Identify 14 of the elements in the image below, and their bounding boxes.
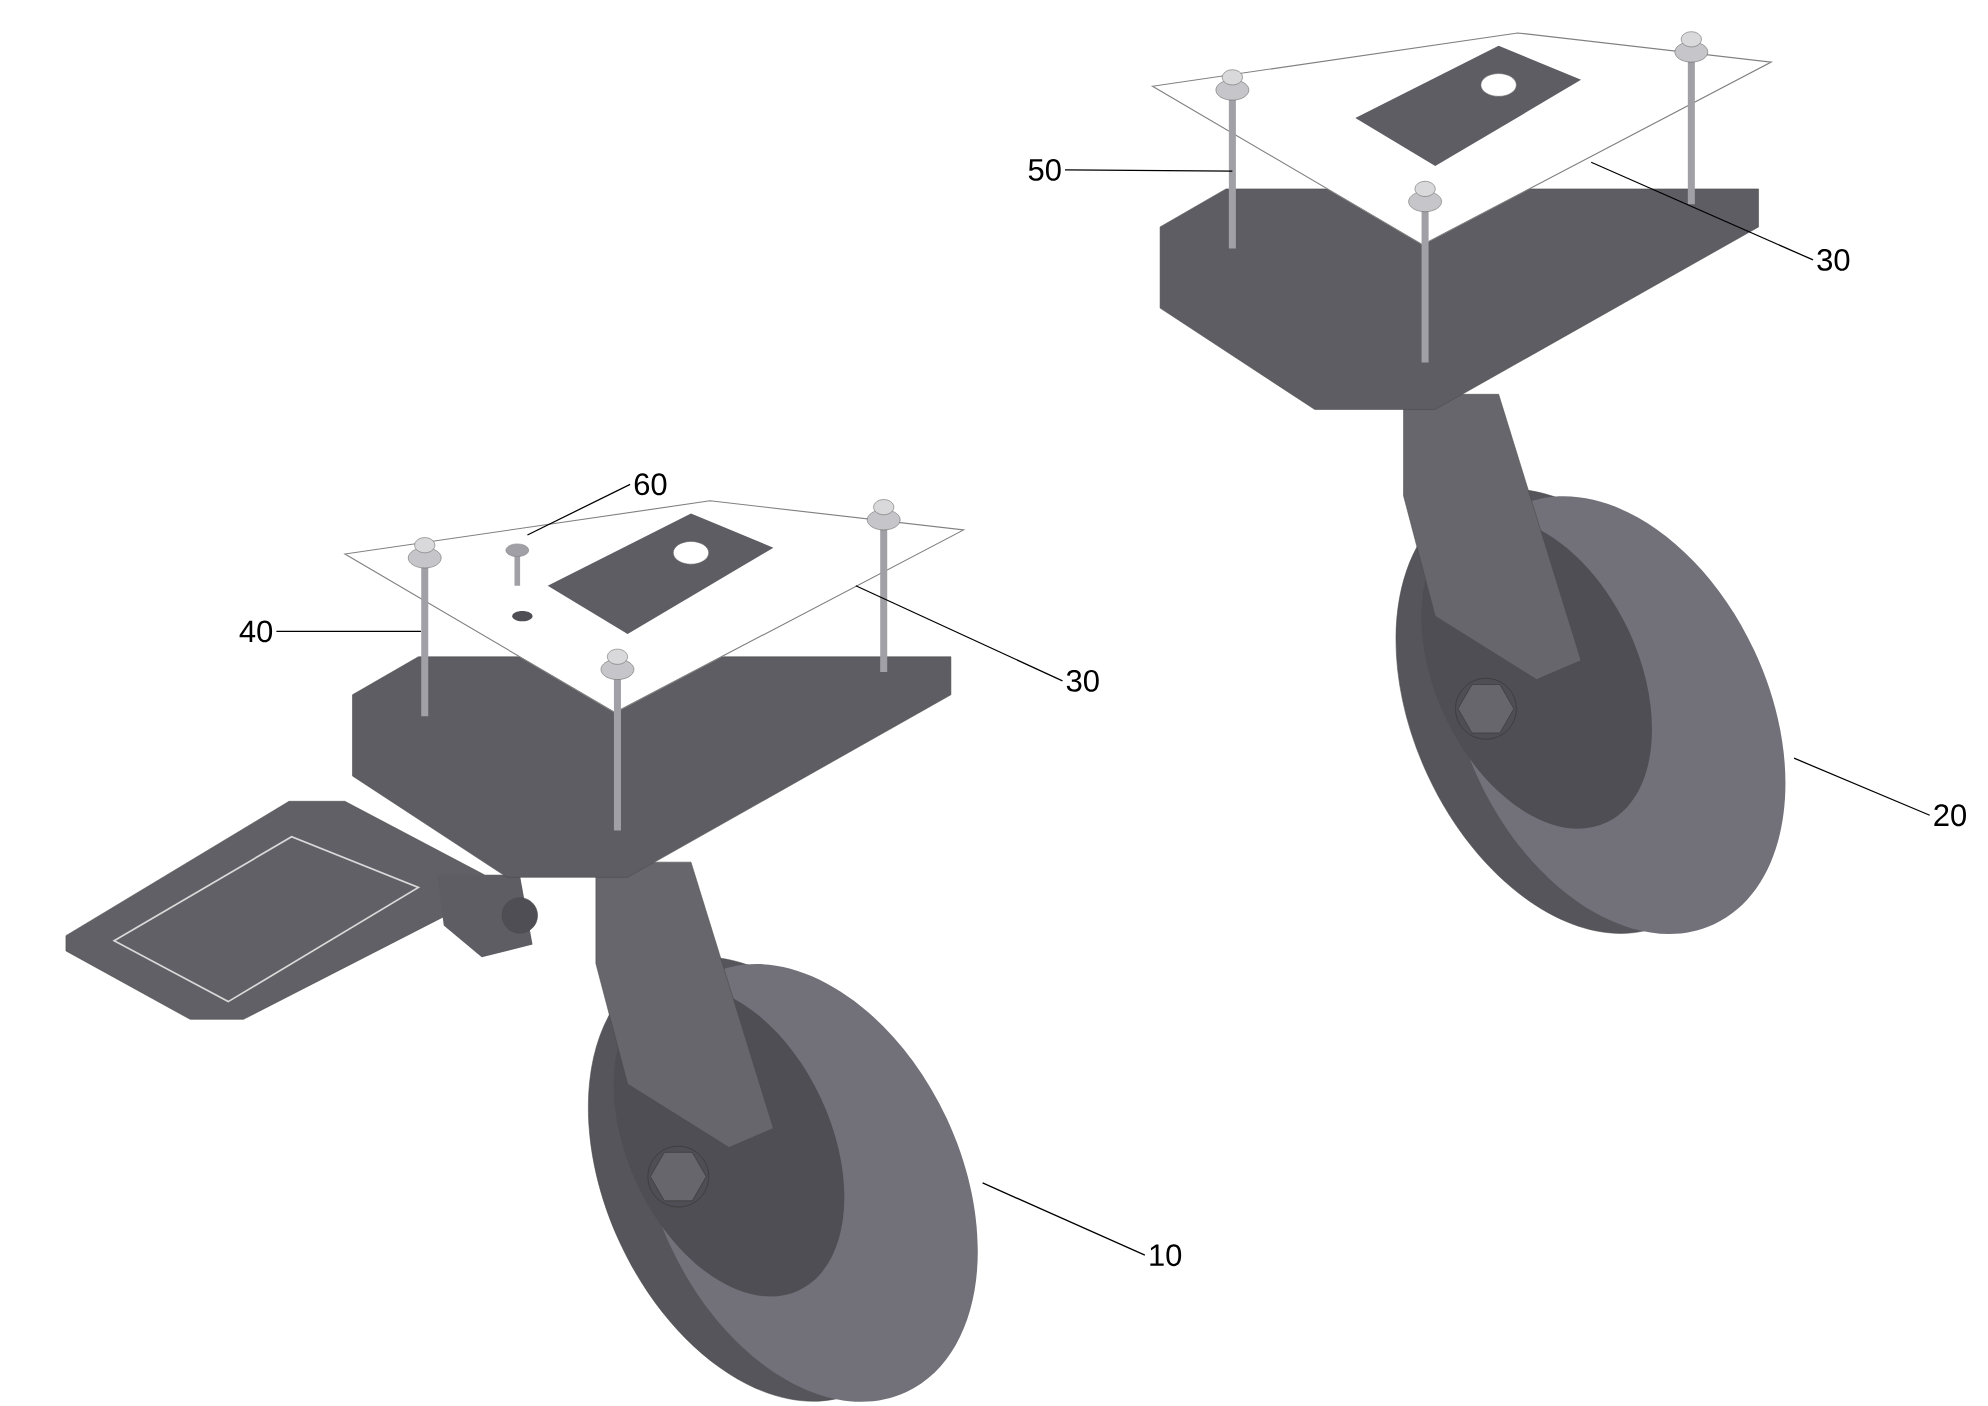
leader-line — [1590, 161, 1814, 261]
leader-line — [1793, 757, 1931, 816]
callout-number: 60 — [634, 473, 667, 496]
callout-number: 30 — [1066, 669, 1099, 692]
callout-number: 20 — [1934, 804, 1966, 827]
callout-number: 40 — [239, 620, 273, 643]
leader-line — [275, 630, 422, 632]
callout-number: 50 — [1028, 158, 1061, 181]
leader-line — [526, 483, 631, 536]
callout-number: 30 — [1817, 248, 1850, 271]
leader-line — [855, 585, 1064, 682]
leader-line — [1064, 169, 1233, 172]
callout-number: 10 — [1150, 1244, 1182, 1267]
leader-line — [981, 1182, 1146, 1256]
